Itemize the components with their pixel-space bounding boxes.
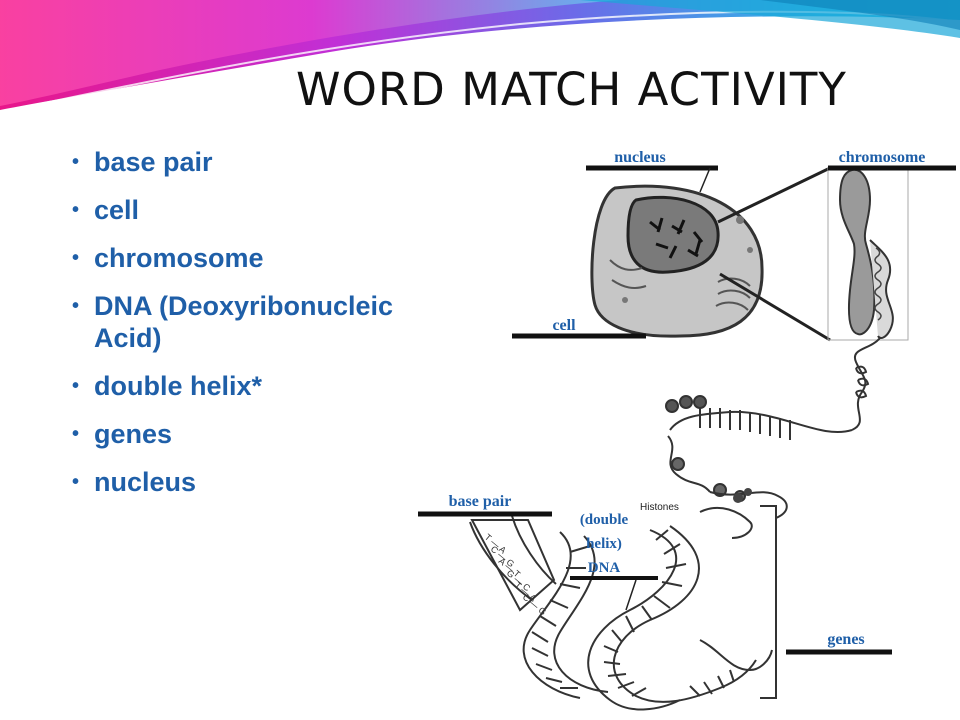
chromosome-illustration bbox=[827, 167, 909, 341]
word-bank-list: •base pair •cell •chromosome •DNA (Deoxy… bbox=[72, 146, 402, 514]
list-item: •double helix* bbox=[72, 371, 263, 401]
list-item: •DNA (Deoxyribonucleic Acid) bbox=[72, 291, 394, 353]
double-helix-illustration bbox=[522, 525, 773, 711]
dna-label-line2: helix) bbox=[586, 536, 622, 552]
dna-label-line3: DNA bbox=[588, 560, 621, 576]
list-item: •base pair bbox=[72, 147, 213, 177]
histones-label: Histones bbox=[640, 502, 679, 513]
word-cell: cell bbox=[94, 195, 140, 225]
list-item: •genes bbox=[72, 419, 173, 449]
word-double-helix: double helix* bbox=[94, 371, 263, 401]
base-pair-label: base pair bbox=[449, 493, 512, 510]
list-item: •nucleus bbox=[72, 467, 197, 497]
decorative-banner bbox=[0, 0, 960, 113]
dna-label-line1: (double bbox=[580, 512, 629, 528]
chromosome-label: chromosome bbox=[839, 149, 926, 166]
nucleus-label: nucleus bbox=[614, 149, 666, 166]
word-nucleus: nucleus bbox=[94, 467, 197, 497]
genes-label: genes bbox=[827, 631, 864, 648]
word-base-pair: base pair bbox=[94, 147, 213, 177]
list-item: •cell bbox=[72, 195, 140, 225]
cell-label: cell bbox=[552, 317, 576, 334]
dna-structure-diagram: Histones T — A C — G A — T G — C T — A C… bbox=[418, 149, 956, 711]
chromatin-coil-illustration bbox=[665, 337, 881, 539]
cell-illustration bbox=[590, 184, 764, 338]
base-pair-ladder-illustration: T — A C — G A — T G — C T — A C — G bbox=[469, 515, 557, 617]
slide-title: WORD MATCH ACTIVITY bbox=[296, 63, 847, 116]
list-item: •chromosome bbox=[72, 243, 264, 273]
word-genes: genes bbox=[94, 419, 173, 449]
word-dna: DNA (Deoxyribonucleic Acid) bbox=[94, 291, 394, 353]
word-chromosome: chromosome bbox=[94, 243, 264, 273]
genes-bracket bbox=[760, 505, 777, 699]
